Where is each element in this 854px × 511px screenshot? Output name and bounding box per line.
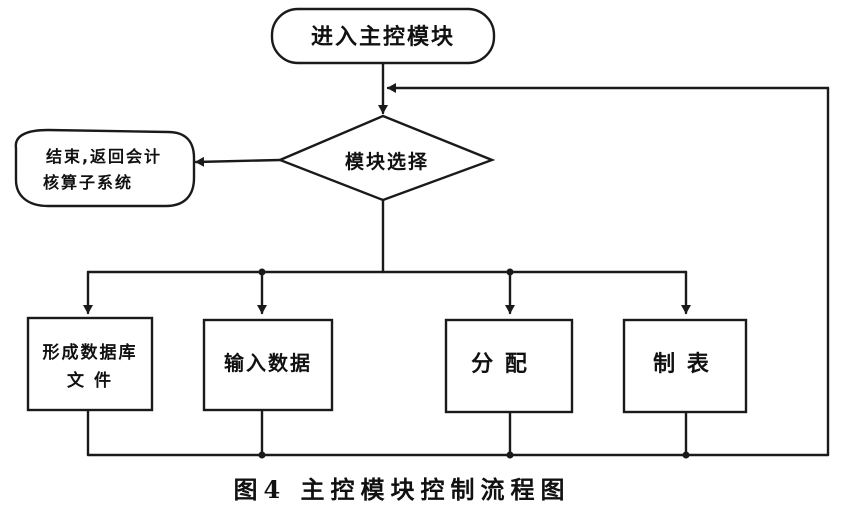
decision-label: 模块选择 <box>345 150 429 173</box>
junction-dot <box>682 451 690 459</box>
exit-node: 结束,返回会计 核算子系统 <box>14 128 196 208</box>
report-label: 制 表 <box>653 352 711 377</box>
process-db-box: 形成数据库 文 件 <box>26 316 154 412</box>
process-input-box: 输入数据 <box>202 318 334 412</box>
process-report-box: 制 表 <box>622 318 748 414</box>
start-node: 进入主控模块 <box>270 7 496 65</box>
exit-label-line2: 核算子系统 <box>43 173 133 192</box>
junction-dot <box>258 451 266 459</box>
start-label: 进入主控模块 <box>311 24 455 50</box>
diagram-caption: 图4 主控模块控制流程图 <box>233 475 570 504</box>
junction-dot <box>258 268 266 276</box>
input-label: 输入数据 <box>224 351 312 375</box>
decision-node: 模块选择 <box>276 114 496 202</box>
connector-decision-to-exit <box>194 156 282 167</box>
allocate-label: 分 配 <box>471 352 529 377</box>
db-label-line1: 形成数据库 <box>43 342 138 363</box>
junction-dot <box>506 268 514 276</box>
process-allocate-box: 分 配 <box>444 318 574 414</box>
db-label-line2: 文 件 <box>67 370 113 391</box>
junction-dot <box>506 451 514 459</box>
exit-label-line1: 结束,返回会计 <box>45 147 162 166</box>
